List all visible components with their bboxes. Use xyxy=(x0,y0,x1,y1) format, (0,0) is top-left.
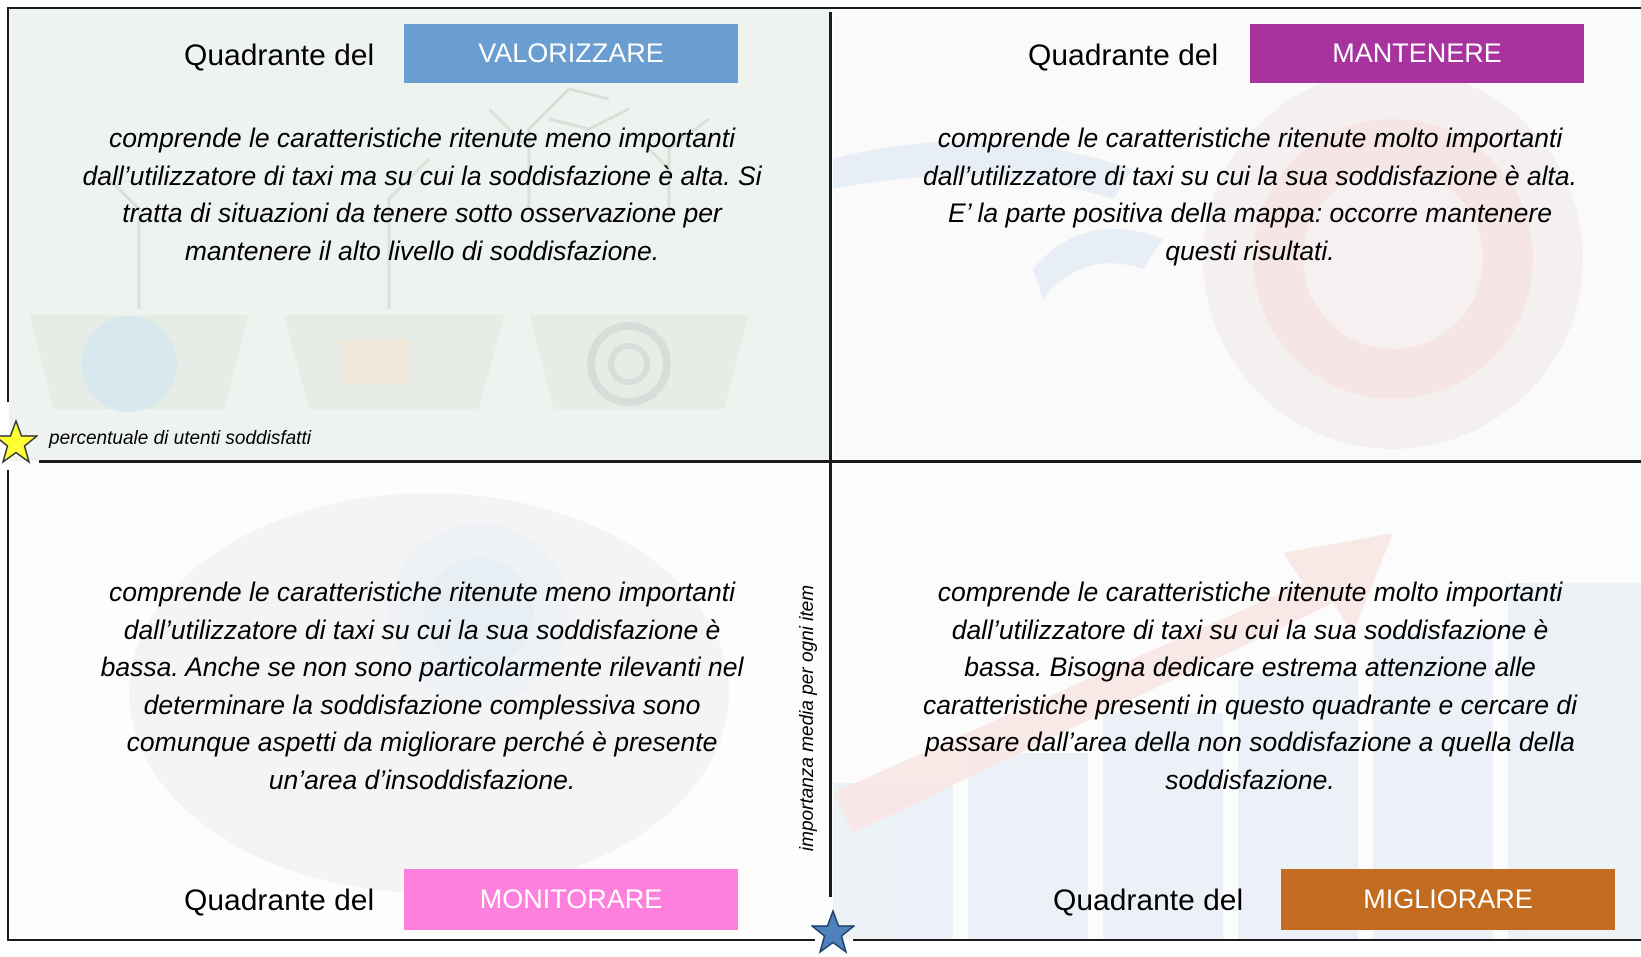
star-icon xyxy=(811,909,855,954)
horizontal-axis-label: percentuale di utenti soddisfatti xyxy=(49,428,311,449)
quadrant-title-monitorare: Quadrante del xyxy=(184,884,375,917)
star-icon xyxy=(0,419,38,464)
border-top xyxy=(9,7,1641,9)
border-bottom-left xyxy=(9,939,815,941)
badge-migliorare: MIGLIORARE xyxy=(1281,869,1615,930)
border-bottom-right xyxy=(853,939,1641,941)
vertical-axis-star-icon xyxy=(811,909,855,954)
vertical-axis-label: importanza media per ogni item xyxy=(797,584,818,852)
border-left-upper xyxy=(7,7,9,402)
horizontal-axis-star-icon xyxy=(0,419,38,464)
quadrant-title-valorizzare: Quadrante del xyxy=(184,39,375,72)
quadrant-title-mantenere: Quadrante del xyxy=(1028,39,1219,72)
badge-mantenere: MANTENERE xyxy=(1250,24,1584,83)
quadrant-title-migliorare: Quadrante del xyxy=(1053,884,1244,917)
description-migliorare: comprende le caratteristiche ritenute mo… xyxy=(922,577,1578,795)
description-valorizzare: comprende le caratteristiche ritenute me… xyxy=(82,123,762,266)
description-monitorare: comprende le caratteristiche ritenute me… xyxy=(100,577,744,795)
description-mantenere: comprende le caratteristiche ritenute mo… xyxy=(922,123,1578,266)
horizontal-axis xyxy=(39,460,1641,463)
badge-monitorare: MONITORARE xyxy=(404,869,738,930)
vertical-axis xyxy=(829,12,832,897)
badge-valorizzare: VALORIZZARE xyxy=(404,24,738,83)
border-left-lower xyxy=(7,470,9,941)
